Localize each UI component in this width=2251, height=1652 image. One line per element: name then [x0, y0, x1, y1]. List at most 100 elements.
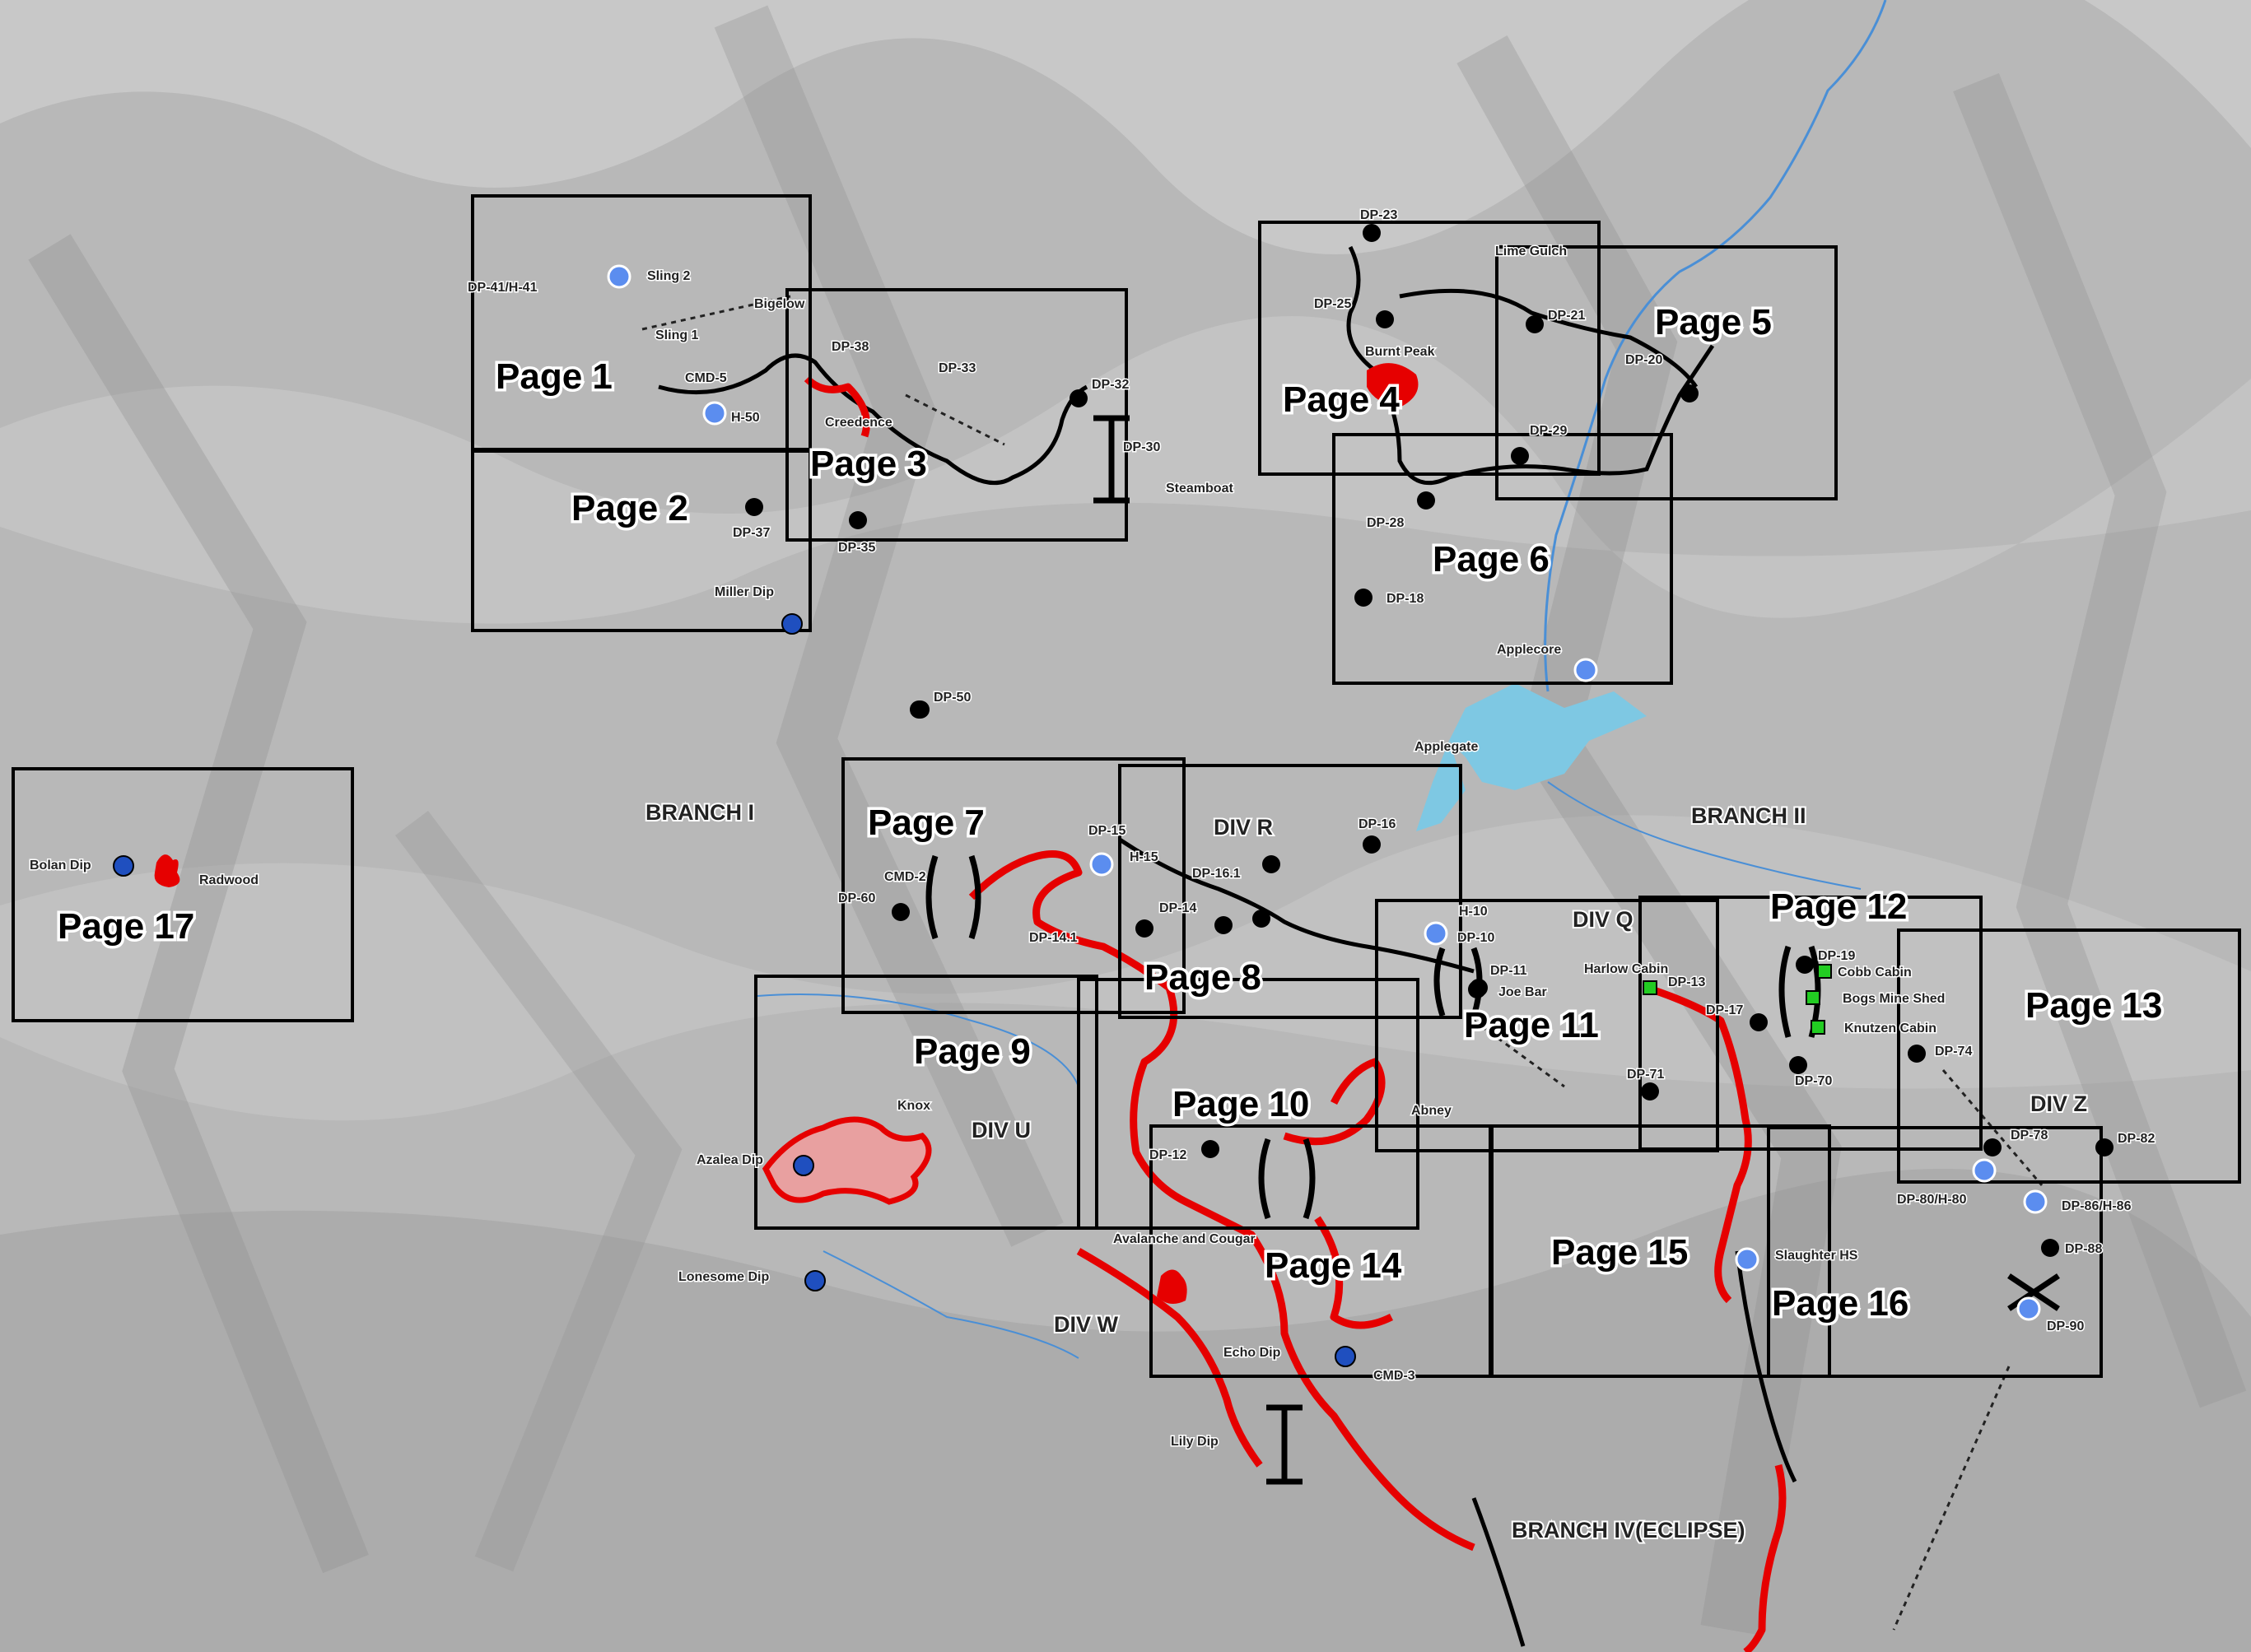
helispot-icon — [1424, 921, 1448, 946]
dip-site-icon — [804, 1270, 826, 1291]
dp-label: DP-71 — [1627, 1068, 1664, 1082]
page-box-10[interactable] — [1077, 978, 1419, 1230]
area-label-div-w: DIV W — [1054, 1312, 1119, 1337]
helispot-icon — [1573, 658, 1598, 682]
drop-point-icon — [1363, 835, 1381, 854]
helispot-icon — [2016, 1296, 2041, 1321]
area-label-branch-iv: BRANCH IV(ECLIPSE) — [1512, 1518, 1745, 1543]
cabin-icon — [1643, 980, 1657, 995]
page-label-1: Page 1 — [496, 356, 613, 397]
dp-label: DP-41/H-41 — [468, 281, 538, 295]
page-label-17: Page 17 — [58, 906, 194, 947]
place-label: Lime Gulch — [1495, 244, 1567, 258]
area-label-div-u: DIV U — [972, 1118, 1031, 1142]
page-label-5: Page 5 — [1655, 302, 1772, 342]
dp-label: DP-12 — [1149, 1148, 1186, 1162]
drop-point-icon — [1262, 855, 1280, 873]
page-label-7: Page 7 — [868, 803, 985, 843]
dp-label: DP-21 — [1548, 309, 1585, 323]
page-box-6[interactable] — [1332, 433, 1673, 685]
place-label: Sling 1 — [655, 328, 699, 342]
drop-point-icon — [1789, 1056, 1807, 1074]
bridge-icon — [2007, 1273, 2060, 1311]
dip-site-icon — [1335, 1346, 1356, 1367]
dp-label: DP-74 — [1935, 1045, 1972, 1059]
page-box-17[interactable] — [12, 767, 354, 1022]
page-box-12[interactable] — [1638, 896, 1983, 1151]
drop-point-icon — [1641, 1082, 1659, 1101]
place-label: Steamboat — [1166, 482, 1233, 496]
place-label: Echo Dip — [1223, 1346, 1281, 1360]
drop-point-icon — [2041, 1239, 2059, 1257]
water-features — [757, 0, 1887, 1359]
dp-label: DP-90 — [2047, 1319, 2084, 1333]
place-label: Cobb Cabin — [1838, 966, 1912, 980]
dp-label: DP-16.1 — [1192, 867, 1241, 881]
dp-label: DP-17 — [1706, 1003, 1743, 1017]
page-label-8: Page 8 — [1144, 957, 1261, 998]
place-label: H-15 — [1130, 850, 1158, 864]
place-labels: Sling 2 Sling 1 Bigelow CMD-5 H-50 Creed… — [29, 244, 1946, 1450]
creek-sw — [823, 1250, 1079, 1359]
radwood-fire — [154, 854, 180, 887]
page-box-13[interactable] — [1897, 928, 2241, 1184]
drop-point-icon — [2095, 1138, 2114, 1156]
page-label-13: Page 13 — [2025, 985, 2162, 1026]
dp-label: DP-20 — [1625, 353, 1662, 367]
page-box-7[interactable] — [841, 757, 1186, 1014]
dp-label: DP-14 — [1159, 901, 1196, 915]
drop-point-icon — [1680, 384, 1699, 403]
area-labels: BRANCH I BRANCH II BRANCH IV(ECLIPSE) DI… — [644, 798, 2089, 1544]
page-label-15: Page 15 — [1551, 1232, 1688, 1273]
drop-point-icon — [1796, 956, 1814, 974]
dp-label: DP-15 — [1088, 824, 1126, 838]
page-box-16[interactable] — [1767, 1126, 2103, 1378]
creek-west — [757, 994, 1079, 1087]
area-label-branch-ii: BRANCH II — [1691, 803, 1806, 828]
dp-label: DP-86/H-86 — [2062, 1199, 2132, 1213]
drop-point-icon — [1363, 224, 1381, 242]
drop-point-icon — [892, 903, 910, 921]
dp-label: DP-32 — [1092, 378, 1129, 392]
dp-label: DP-50 — [934, 691, 971, 705]
helispot-icon — [1735, 1247, 1759, 1272]
bridge-icon — [1258, 1138, 1316, 1220]
area-label-div-r: DIV R — [1214, 815, 1273, 840]
page-box-15[interactable] — [1489, 1124, 1831, 1378]
drop-point-icon — [1908, 1045, 1926, 1063]
azalea-fire-perimeter — [762, 1116, 932, 1205]
page-label-9: Page 9 — [914, 1031, 1031, 1072]
drop-point-icon — [745, 498, 763, 516]
place-label: CMD-3 — [1373, 1369, 1415, 1383]
drop-point-labels: DP-23 DP-25 DP-21 DP-20 DP-29 DP-28 DP-1… — [467, 207, 2156, 1335]
dp-label: DP-70 — [1795, 1074, 1832, 1088]
hash-line-icon — [905, 393, 1005, 446]
drop-point-icon — [1376, 310, 1394, 328]
place-label: Sling 2 — [647, 269, 691, 283]
page-box-4[interactable] — [1258, 221, 1601, 476]
page-box-11[interactable] — [1375, 899, 1719, 1152]
reservoir — [1449, 683, 1647, 790]
page-box-9[interactable] — [754, 975, 1098, 1230]
bridge-icon — [925, 854, 981, 940]
helispot-icon — [1089, 852, 1114, 877]
dp-label: DP-82 — [2118, 1132, 2155, 1146]
place-label: CMD-2 — [884, 870, 926, 884]
dp-label: DP-16 — [1359, 817, 1396, 831]
creek — [1547, 781, 1862, 890]
page-box-8[interactable] — [1118, 764, 1462, 1019]
page-box-5[interactable] — [1495, 245, 1838, 500]
fire-perimeters — [154, 363, 1419, 1304]
place-label: Radwood — [199, 873, 259, 887]
dp-label: DP-28 — [1367, 516, 1404, 530]
drop-point-icon — [1070, 389, 1088, 407]
place-label: Bogs Mine Shed — [1843, 992, 1945, 1006]
page-label-3: Page 3 — [810, 444, 927, 484]
river — [1544, 0, 1887, 692]
page-box-3[interactable] — [785, 288, 1128, 542]
place-label: H-10 — [1459, 905, 1488, 919]
helispot-icon — [1972, 1158, 1997, 1183]
page-label-16: Page 16 — [1772, 1283, 1908, 1324]
